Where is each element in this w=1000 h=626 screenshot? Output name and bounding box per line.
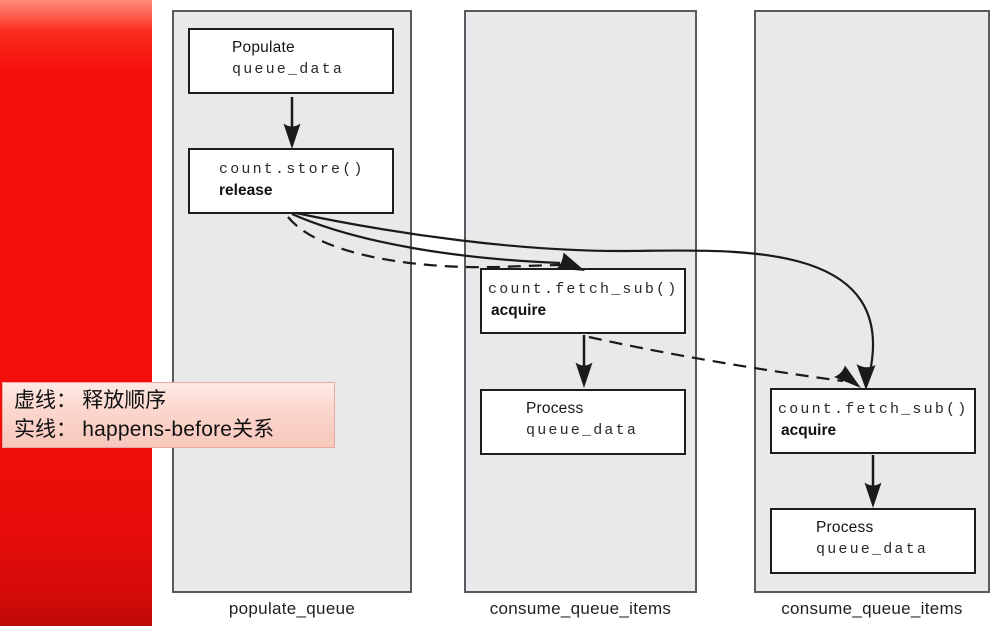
arrow-release-sequence-store-to-fetch1 xyxy=(287,216,565,269)
lane-label-populate-queue: populate_queue xyxy=(228,599,356,618)
legend-solid-prefix: 实线： xyxy=(14,417,83,441)
arrow-fetch1-to-process1 xyxy=(575,335,593,388)
box-count-fetch-sub-acquire-1: count.fetch_sub() acquire xyxy=(480,268,686,334)
box-code: queue_data xyxy=(526,422,639,439)
legend-annotation: 虚线： 释放顺序 实线： happens-before关系 xyxy=(2,382,335,448)
box-process-queue-data-1: Process queue_data xyxy=(480,389,686,455)
box-populate-queue-data: Populate queue_data xyxy=(188,28,394,94)
arrow-populate-to-store xyxy=(283,97,301,149)
left-red-strip xyxy=(0,0,152,626)
box-title: Populate xyxy=(232,39,295,56)
legend-solid-suffix: 关系 xyxy=(232,417,275,441)
arrow-happens-before-store-to-fetch2 xyxy=(295,211,876,390)
lane-label-consume-queue-items-1: consume_queue_items xyxy=(489,599,672,618)
arrow-fetch2-to-process2 xyxy=(864,455,882,508)
box-process-queue-data-2: Process queue_data xyxy=(770,508,976,574)
box-count-fetch-sub-acquire-2: count.fetch_sub() acquire xyxy=(770,388,976,454)
arrow-release-sequence-fetch1-to-fetch2 xyxy=(588,335,861,388)
box-code: count.fetch_sub() xyxy=(778,401,969,418)
box-code: queue_data xyxy=(816,541,929,558)
box-title: Process xyxy=(816,519,874,536)
box-memory-order: acquire xyxy=(781,422,837,439)
box-count-store-release: count.store() release xyxy=(188,148,394,214)
lane-label-consume-queue-items-2: consume_queue_items xyxy=(781,599,963,618)
legend-solid-latin: happens-before xyxy=(82,418,233,441)
box-title: Process xyxy=(526,400,584,417)
box-memory-order: release xyxy=(219,182,273,199)
box-code: count.store() xyxy=(219,161,365,178)
legend-line-solid: 实线： happens-before关系 xyxy=(14,415,334,444)
box-code: queue_data xyxy=(232,61,345,78)
box-memory-order: acquire xyxy=(491,302,547,319)
arrow-happens-before-store-to-fetch1 xyxy=(291,212,585,271)
box-code: count.fetch_sub() xyxy=(488,281,679,298)
legend-line-dashed: 虚线： 释放顺序 xyxy=(14,388,167,412)
